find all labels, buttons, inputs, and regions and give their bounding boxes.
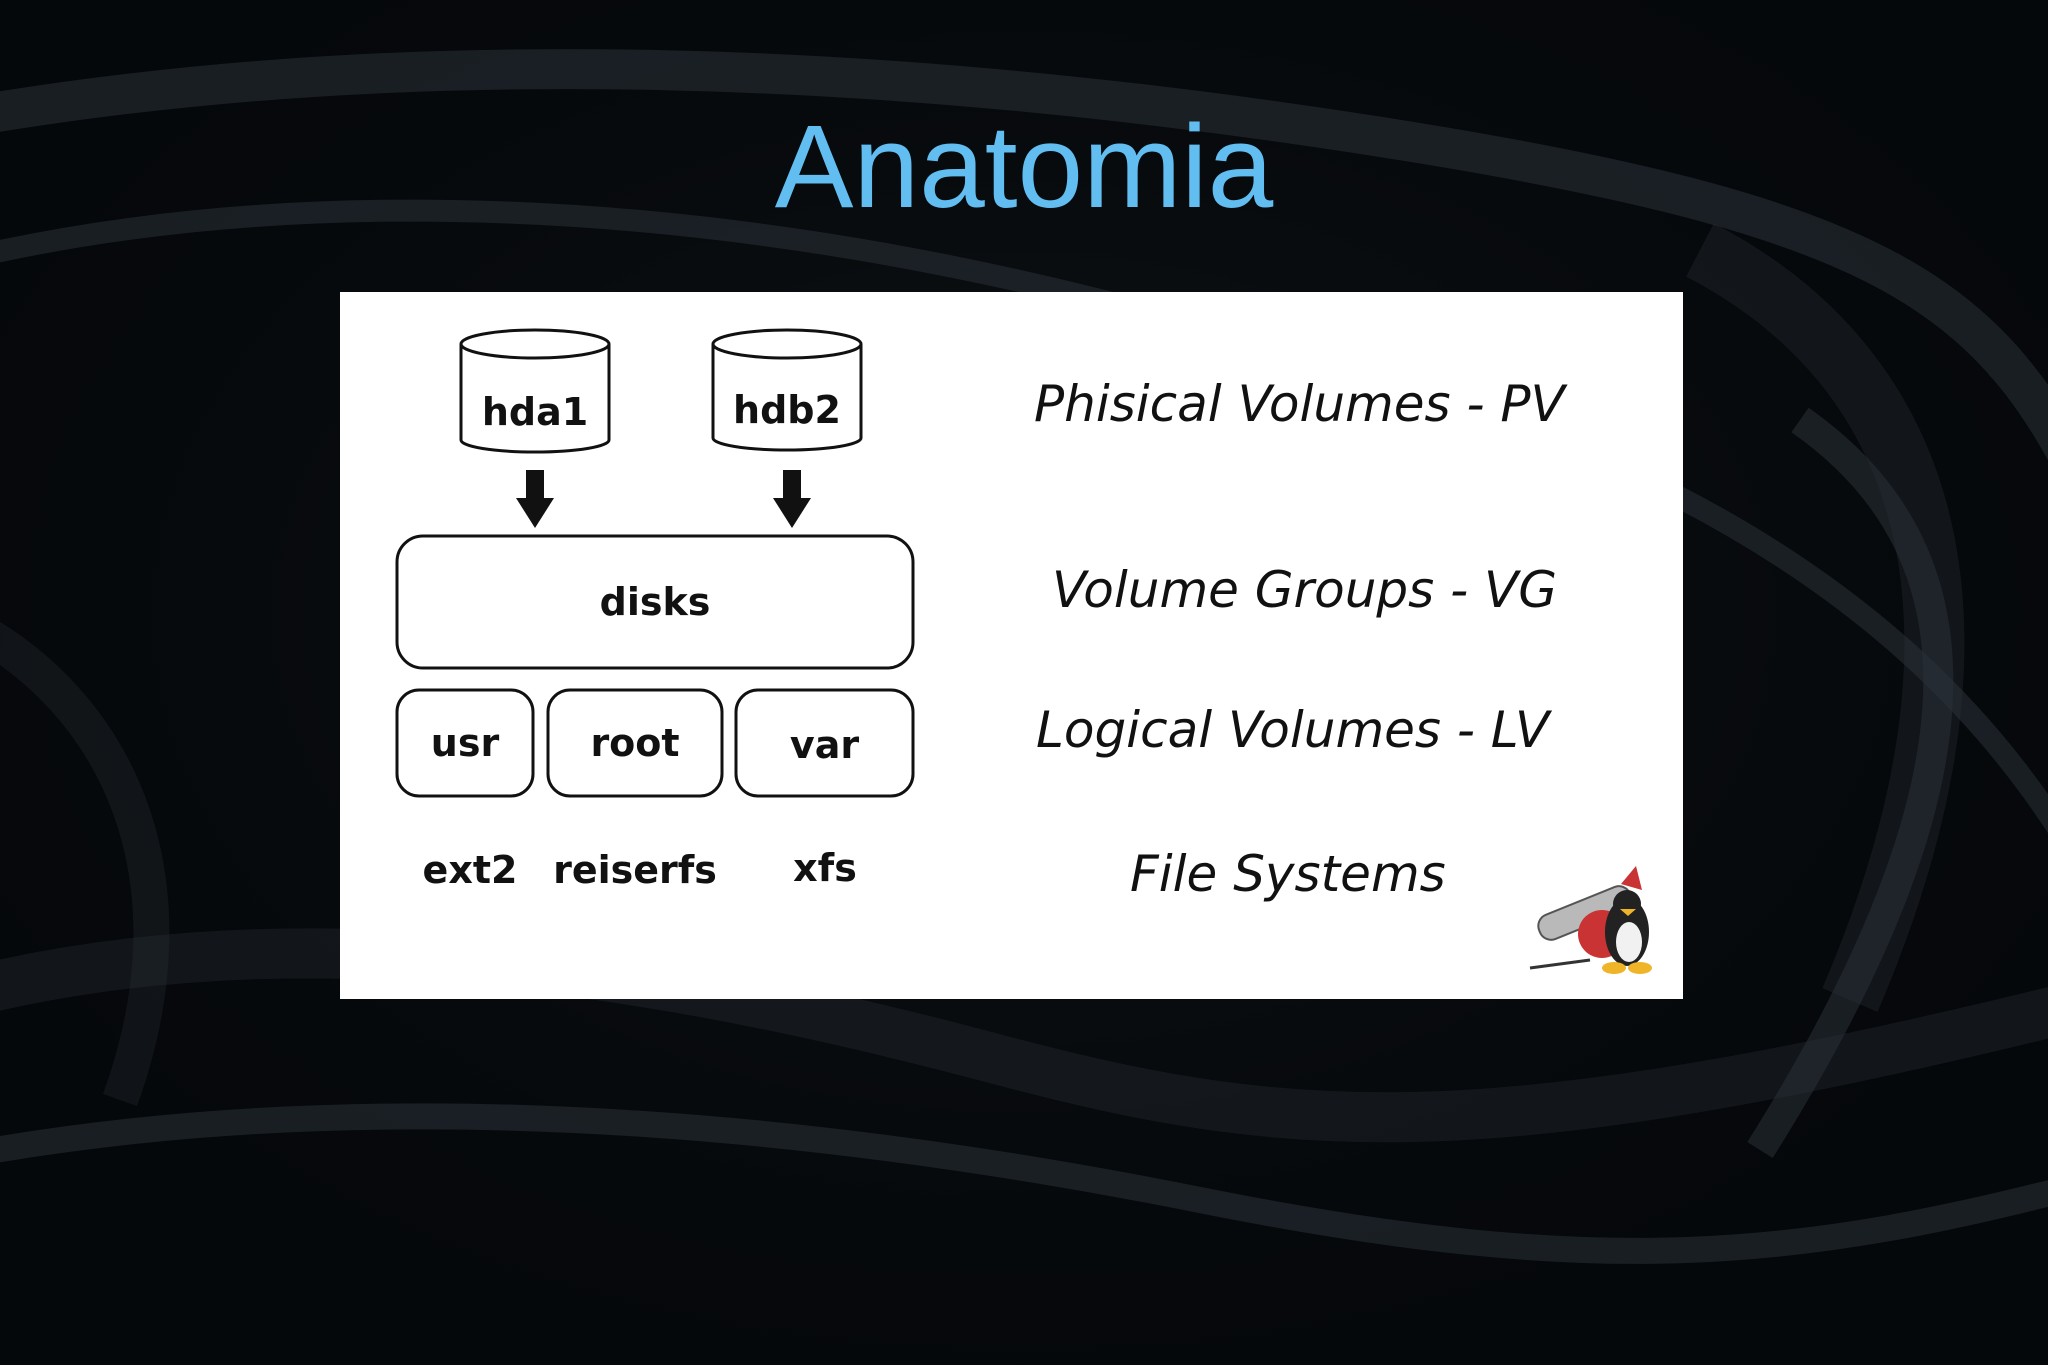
penguin-with-cannon-icon: [1529, 866, 1652, 974]
layer-label-lv: Logical Volumes - LV: [1036, 701, 1550, 759]
lv-label-usr: usr: [430, 721, 500, 765]
lv-label-root: root: [590, 721, 680, 765]
arrow-down-icon: [516, 470, 554, 528]
disk-cylinder-hdb2: [711, 328, 863, 452]
pv-label-hdb2: hdb2: [733, 388, 841, 432]
layer-label-pv: Phisical Volumes - PV: [1034, 375, 1565, 433]
fs-label-ext2: ext2: [422, 848, 518, 892]
lvm-anatomy-diagram: hda1 hdb2 disks usr root var ext2 reiser…: [340, 292, 1683, 999]
layer-label-vg: Volume Groups - VG: [1052, 561, 1557, 619]
volume-group-box: [395, 534, 915, 670]
logical-volume-box-usr: [395, 688, 535, 798]
logical-volume-box-var: [734, 688, 915, 798]
logical-volume-box-root: [546, 688, 724, 798]
fs-label-reiserfs: reiserfs: [553, 848, 717, 892]
slide-title: Anatomia: [774, 101, 1274, 233]
arrow-down-icon: [773, 470, 811, 528]
pv-label-hda1: hda1: [481, 390, 589, 434]
diagram-shapes: [395, 328, 1652, 974]
fs-label-xfs: xfs: [793, 846, 857, 890]
layer-label-fs: File Systems: [1130, 845, 1446, 903]
vg-label: disks: [599, 580, 711, 624]
lv-label-var: var: [789, 723, 860, 767]
disk-cylinder-hda1: [459, 328, 611, 454]
